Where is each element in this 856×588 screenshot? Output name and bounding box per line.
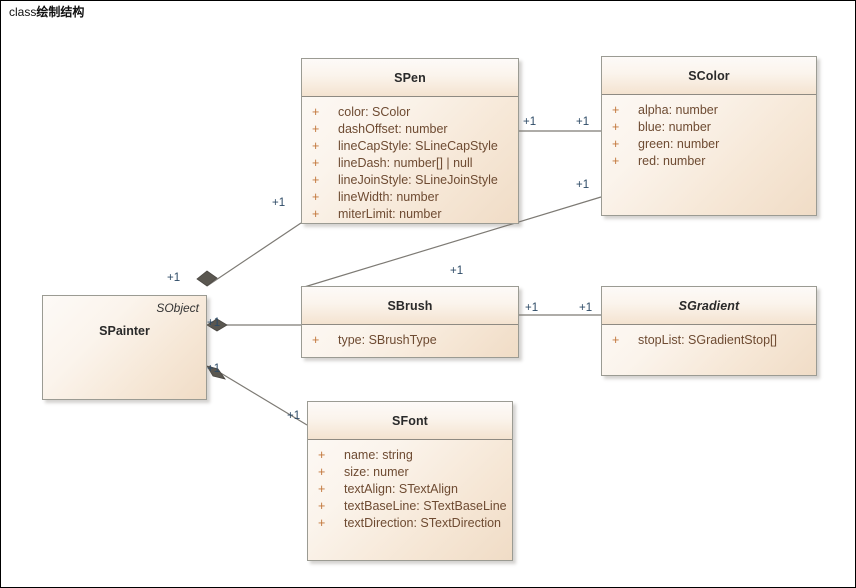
attribute-row: + textDirection: STextDirection <box>308 516 512 533</box>
attribute-row: + type: SBrushType <box>302 333 518 350</box>
attribute-text: stopList: SGradientStop[] <box>638 333 777 347</box>
attribute-text: blue: number <box>638 120 711 134</box>
class-header-spen: SPen <box>302 59 518 97</box>
mult-painter-brush-far: +1 <box>450 265 464 277</box>
attribute-visibility: + <box>312 156 320 170</box>
attribute-visibility: + <box>318 448 326 462</box>
attribute-text: size: numer <box>344 465 409 479</box>
attribute-visibility: + <box>312 207 320 221</box>
attribute-visibility: + <box>612 137 620 151</box>
mult-painter-pen-near: +1 <box>167 272 181 284</box>
attribute-row: + stopList: SGradientStop[] <box>602 333 816 350</box>
attribute-text: lineDash: number[] | null <box>338 156 473 170</box>
class-attributes-scolor: + alpha: number + blue: number + green: … <box>602 95 816 171</box>
attribute-visibility: + <box>612 120 620 134</box>
attribute-row: + alpha: number <box>602 103 816 120</box>
attribute-row: + blue: number <box>602 120 816 137</box>
class-attributes-sbrush: + type: SBrushType <box>302 325 518 350</box>
attribute-text: textDirection: STextDirection <box>344 516 502 530</box>
class-title-spainter: SPainter <box>99 324 150 338</box>
attribute-text: lineWidth: number <box>338 190 439 204</box>
class-box-spainter[interactable]: SObject SPainter <box>42 295 207 400</box>
attribute-row: + textBaseLine: STextBaseLine <box>308 499 512 516</box>
class-header-sbrush: SBrush <box>302 287 518 325</box>
class-title-sgradient: SGradient <box>678 298 740 313</box>
class-owner-label-spainter: SObject <box>156 301 199 315</box>
attribute-text: textBaseLine: STextBaseLine <box>344 499 507 513</box>
frame-keyword: class <box>9 5 37 19</box>
attribute-visibility: + <box>312 333 320 347</box>
mult-pen-color-right: +1 <box>576 116 590 128</box>
attribute-visibility: + <box>312 173 320 187</box>
mult-brush-color: +1 <box>576 179 590 191</box>
attribute-text: lineJoinStyle: SLineJoinStyle <box>338 173 498 187</box>
class-title-sbrush: SBrush <box>387 298 433 313</box>
attribute-row: + name: string <box>308 448 512 465</box>
class-box-spen[interactable]: SPen + color: SColor + dashOffset: numbe… <box>301 58 519 224</box>
attribute-text: green: number <box>638 137 720 151</box>
class-header-sgradient: SGradient <box>602 287 816 325</box>
attribute-text: dashOffset: number <box>338 122 448 136</box>
attribute-row: + green: number <box>602 137 816 154</box>
attribute-row: + lineWidth: number <box>302 190 518 207</box>
attribute-visibility: + <box>612 154 620 168</box>
diagram-frame-title: class绘制结构 <box>9 5 84 20</box>
attribute-row: + lineDash: number[] | null <box>302 156 518 173</box>
diagram-frame-tab: class绘制结构 <box>1 1 117 26</box>
attribute-text: color: SColor <box>338 105 411 119</box>
class-header-sfont: SFont <box>308 402 512 440</box>
attribute-row: + textAlign: STextAlign <box>308 482 512 499</box>
mult-painter-brush-near: +1 <box>207 317 221 329</box>
class-box-scolor[interactable]: SColor + alpha: number + blue: number + … <box>601 56 817 216</box>
attribute-text: type: SBrushType <box>338 333 437 347</box>
class-attributes-spen: + color: SColor + dashOffset: number + l… <box>302 97 518 224</box>
attribute-text: miterLimit: number <box>338 207 442 221</box>
attribute-visibility: + <box>312 190 320 204</box>
mult-painter-pen-far: +1 <box>272 197 286 209</box>
class-box-sfont[interactable]: SFont + name: string + size: numer + tex… <box>307 401 513 561</box>
mult-pen-color-left: +1 <box>523 116 537 128</box>
mult-painter-font-near: +1 <box>207 363 221 375</box>
attribute-row: + miterLimit: number <box>302 207 518 224</box>
class-box-sgradient[interactable]: SGradient + stopList: SGradientStop[] <box>601 286 817 376</box>
class-attributes-sfont: + name: string + size: numer + textAlign… <box>308 440 512 533</box>
class-title-spen: SPen <box>394 70 426 85</box>
connector-painter-pen <box>206 222 302 287</box>
frame-title-text: 绘制结构 <box>36 5 85 19</box>
attribute-visibility: + <box>318 499 326 513</box>
class-title-scolor: SColor <box>688 68 730 83</box>
attribute-text: red: number <box>638 154 706 168</box>
attribute-visibility: + <box>312 139 320 153</box>
attribute-row: + lineJoinStyle: SLineJoinStyle <box>302 173 518 190</box>
attribute-text: alpha: number <box>638 103 718 117</box>
attribute-visibility: + <box>318 465 326 479</box>
class-title-sfont: SFont <box>392 413 428 428</box>
attribute-row: + color: SColor <box>302 105 518 122</box>
attribute-row: + dashOffset: number <box>302 122 518 139</box>
attribute-visibility: + <box>312 105 320 119</box>
class-attributes-sgradient: + stopList: SGradientStop[] <box>602 325 816 350</box>
attribute-visibility: + <box>312 122 320 136</box>
attribute-visibility: + <box>318 516 326 530</box>
mult-painter-font-far: +1 <box>287 410 301 422</box>
class-box-sbrush[interactable]: SBrush + type: SBrushType <box>301 286 519 358</box>
attribute-visibility: + <box>318 482 326 496</box>
attribute-visibility: + <box>612 103 620 117</box>
composition-diamond-painter-pen <box>196 270 218 287</box>
attribute-text: name: string <box>344 448 413 462</box>
attribute-row: + red: number <box>602 154 816 171</box>
class-header-scolor: SColor <box>602 57 816 95</box>
attribute-text: textAlign: STextAlign <box>344 482 458 496</box>
attribute-visibility: + <box>612 333 620 347</box>
mult-brush-gradient-l: +1 <box>525 302 539 314</box>
mult-brush-gradient-r: +1 <box>579 302 593 314</box>
attribute-row: + lineCapStyle: SLineCapStyle <box>302 139 518 156</box>
attribute-text: lineCapStyle: SLineCapStyle <box>338 139 498 153</box>
attribute-row: + size: numer <box>308 465 512 482</box>
